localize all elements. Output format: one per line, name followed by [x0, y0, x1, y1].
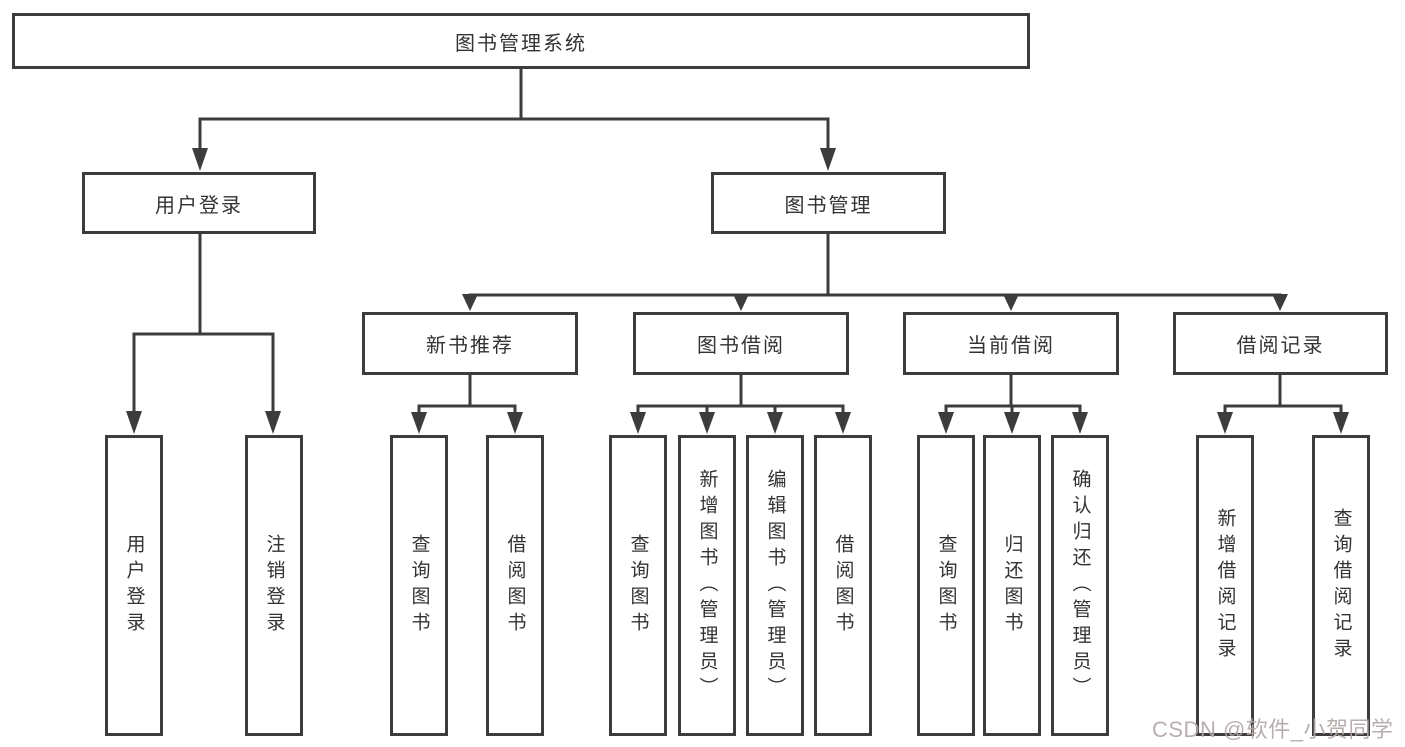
arrowhead-down-icon — [699, 412, 715, 434]
leaf-return-book: 归还图书 — [983, 435, 1041, 736]
leaf-logout: 注销登录 — [245, 435, 303, 736]
csdn-watermark: CSDN @软件_小贺同学 — [1152, 717, 1394, 742]
connector-bookborrow-to-leaves — [630, 375, 851, 434]
leaf-query-borrow-record: 查询借阅记录 — [1312, 435, 1370, 736]
leaf-add-borrow-record: 新增借阅记录 — [1196, 435, 1254, 736]
leaf-query-book-current: 查询图书 — [917, 435, 975, 736]
node-book-borrow: 图书借阅 — [633, 312, 849, 375]
node-library-system: 图书管理系统 — [12, 13, 1030, 69]
leaf-query-book-borrow: 查询图书 — [609, 435, 667, 736]
leaf-add-book-admin: 新增图书（管理员） — [678, 435, 736, 736]
connector-root-to-level2 — [192, 68, 836, 171]
connector-borrowrecord-to-leaves — [1217, 375, 1349, 434]
arrowhead-down-icon — [767, 412, 783, 434]
arrowhead-down-icon — [126, 411, 142, 434]
arrowhead-down-icon — [733, 294, 749, 311]
arrowhead-down-icon — [1004, 412, 1020, 434]
leaf-confirm-return-admin: 确认归还（管理员） — [1051, 435, 1109, 736]
connector-newbook-to-leaves — [411, 375, 523, 434]
leaf-borrow-book: 借阅图书 — [814, 435, 872, 736]
node-borrow-record: 借阅记录 — [1173, 312, 1388, 375]
connector-currentborrow-to-leaves — [938, 375, 1088, 434]
leaf-query-book-recommend: 查询图书 — [390, 435, 448, 736]
leaf-borrow-book-recommend: 借阅图书 — [486, 435, 544, 736]
node-current-borrow: 当前借阅 — [903, 312, 1119, 375]
leaf-user-login: 用户登录 — [105, 435, 163, 736]
arrowhead-down-icon — [938, 412, 954, 434]
node-user-login: 用户登录 — [82, 172, 316, 234]
node-new-book-recommend: 新书推荐 — [362, 312, 578, 375]
arrowhead-down-icon — [630, 412, 646, 434]
connector-bookmgmt-to-level3 — [462, 233, 1288, 311]
arrowhead-down-icon — [835, 412, 851, 434]
arrowhead-down-icon — [1072, 412, 1088, 434]
arrowhead-down-icon — [1003, 294, 1019, 311]
arrowhead-down-icon — [1272, 294, 1288, 311]
arrowhead-down-icon — [820, 148, 836, 171]
arrowhead-down-icon — [411, 412, 427, 434]
leaf-edit-book-admin: 编辑图书（管理员） — [746, 435, 804, 736]
connector-userlogin-to-leaves — [126, 233, 281, 434]
arrowhead-down-icon — [1333, 412, 1349, 434]
node-book-management: 图书管理 — [711, 172, 946, 234]
arrowhead-down-icon — [1217, 412, 1233, 434]
arrowhead-down-icon — [265, 411, 281, 434]
arrowhead-down-icon — [192, 148, 208, 171]
arrowhead-down-icon — [507, 412, 523, 434]
arrowhead-down-icon — [462, 294, 478, 311]
